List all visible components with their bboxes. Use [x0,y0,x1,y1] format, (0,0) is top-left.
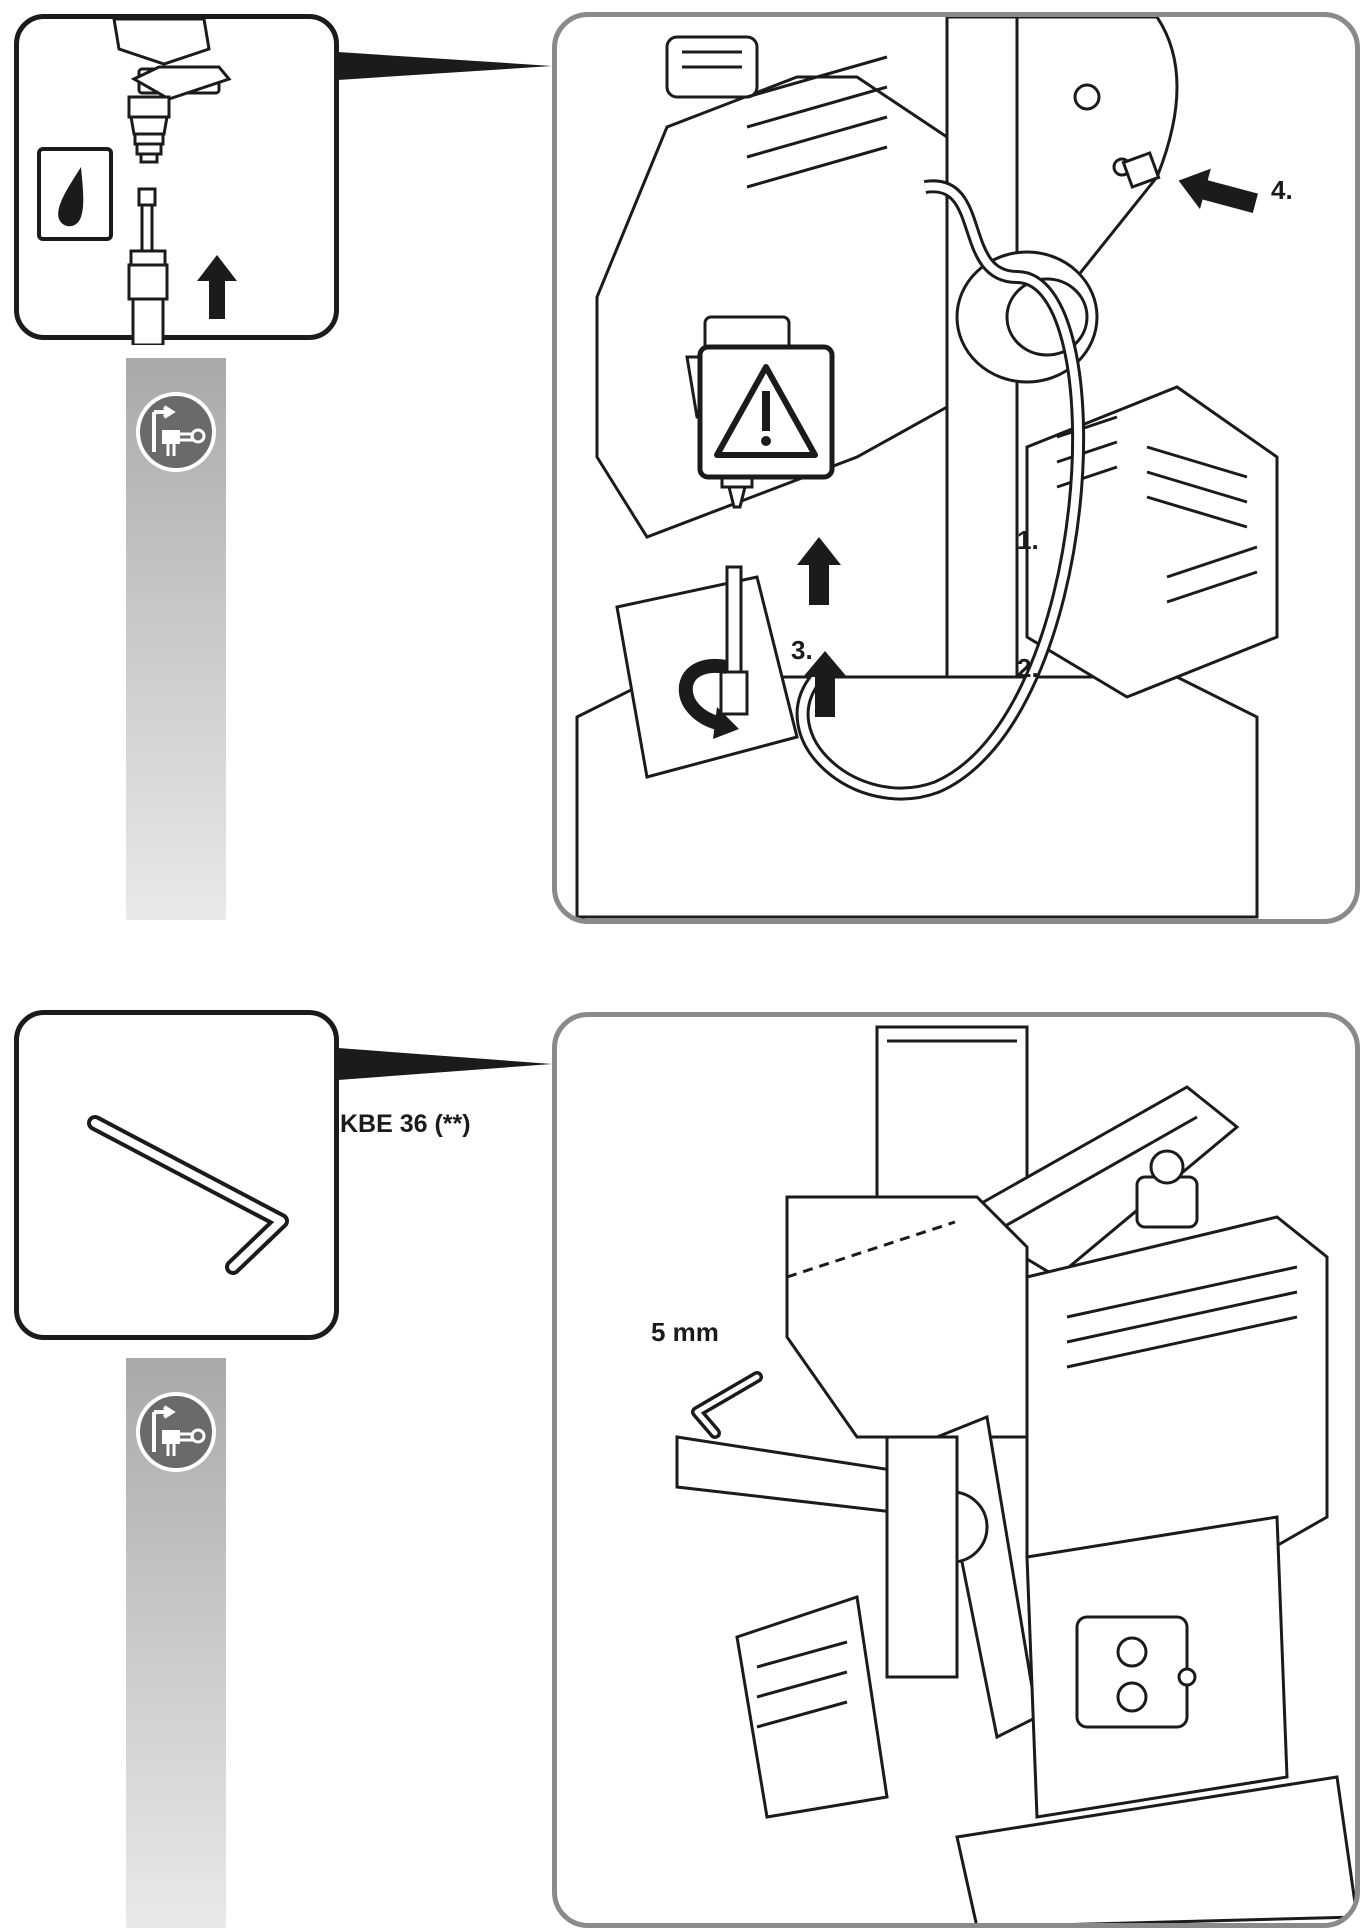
chip-guard-lower [735,1595,889,1819]
hose-fitting [127,187,169,345]
arrow-up-icon [197,255,237,319]
step-label-2: 2. [1017,653,1039,683]
rotate-arrow-icon [678,658,739,739]
detail-box-allen-key [14,1010,339,1340]
arrow-left-icon [1178,168,1258,213]
chip-guard [1025,385,1279,699]
base-cover [615,575,799,779]
allen-key-icon [87,1115,289,1275]
hose-nipple [1121,151,1161,189]
step-label-4: 4. [1271,175,1293,205]
detail-box-coolant [14,14,339,345]
coolant-drop-icon [37,147,113,241]
model-label: KBE 36 (**) [340,1110,471,1138]
side-strip-top [126,358,226,920]
gearbox [1015,17,1179,279]
step-label-3: 3. [791,635,813,665]
drill-body [785,1195,1029,1439]
illustration-panel-allen-key: 5 mm [552,1012,1360,1928]
illustration-panel-hose-connect: 1. 2. 3. 4. [552,12,1360,924]
side-strip-bottom [126,1358,226,1928]
coolant-tank [1025,1215,1329,1559]
hose-fitting-panel [719,565,749,716]
motor-housing [595,75,949,539]
insertion-guide-line [786,1220,956,1279]
valve-fitting [112,19,232,164]
drill-column [945,17,1019,759]
warning-triangle-icon [697,344,835,480]
wrench-size-label: 5 mm [651,1317,719,1347]
arrow-up-icon-step2 [803,651,847,717]
step-label-1: 1. [1017,525,1039,555]
base-lower [955,1775,1355,1923]
arrow-up-icon-step1 [797,537,841,605]
